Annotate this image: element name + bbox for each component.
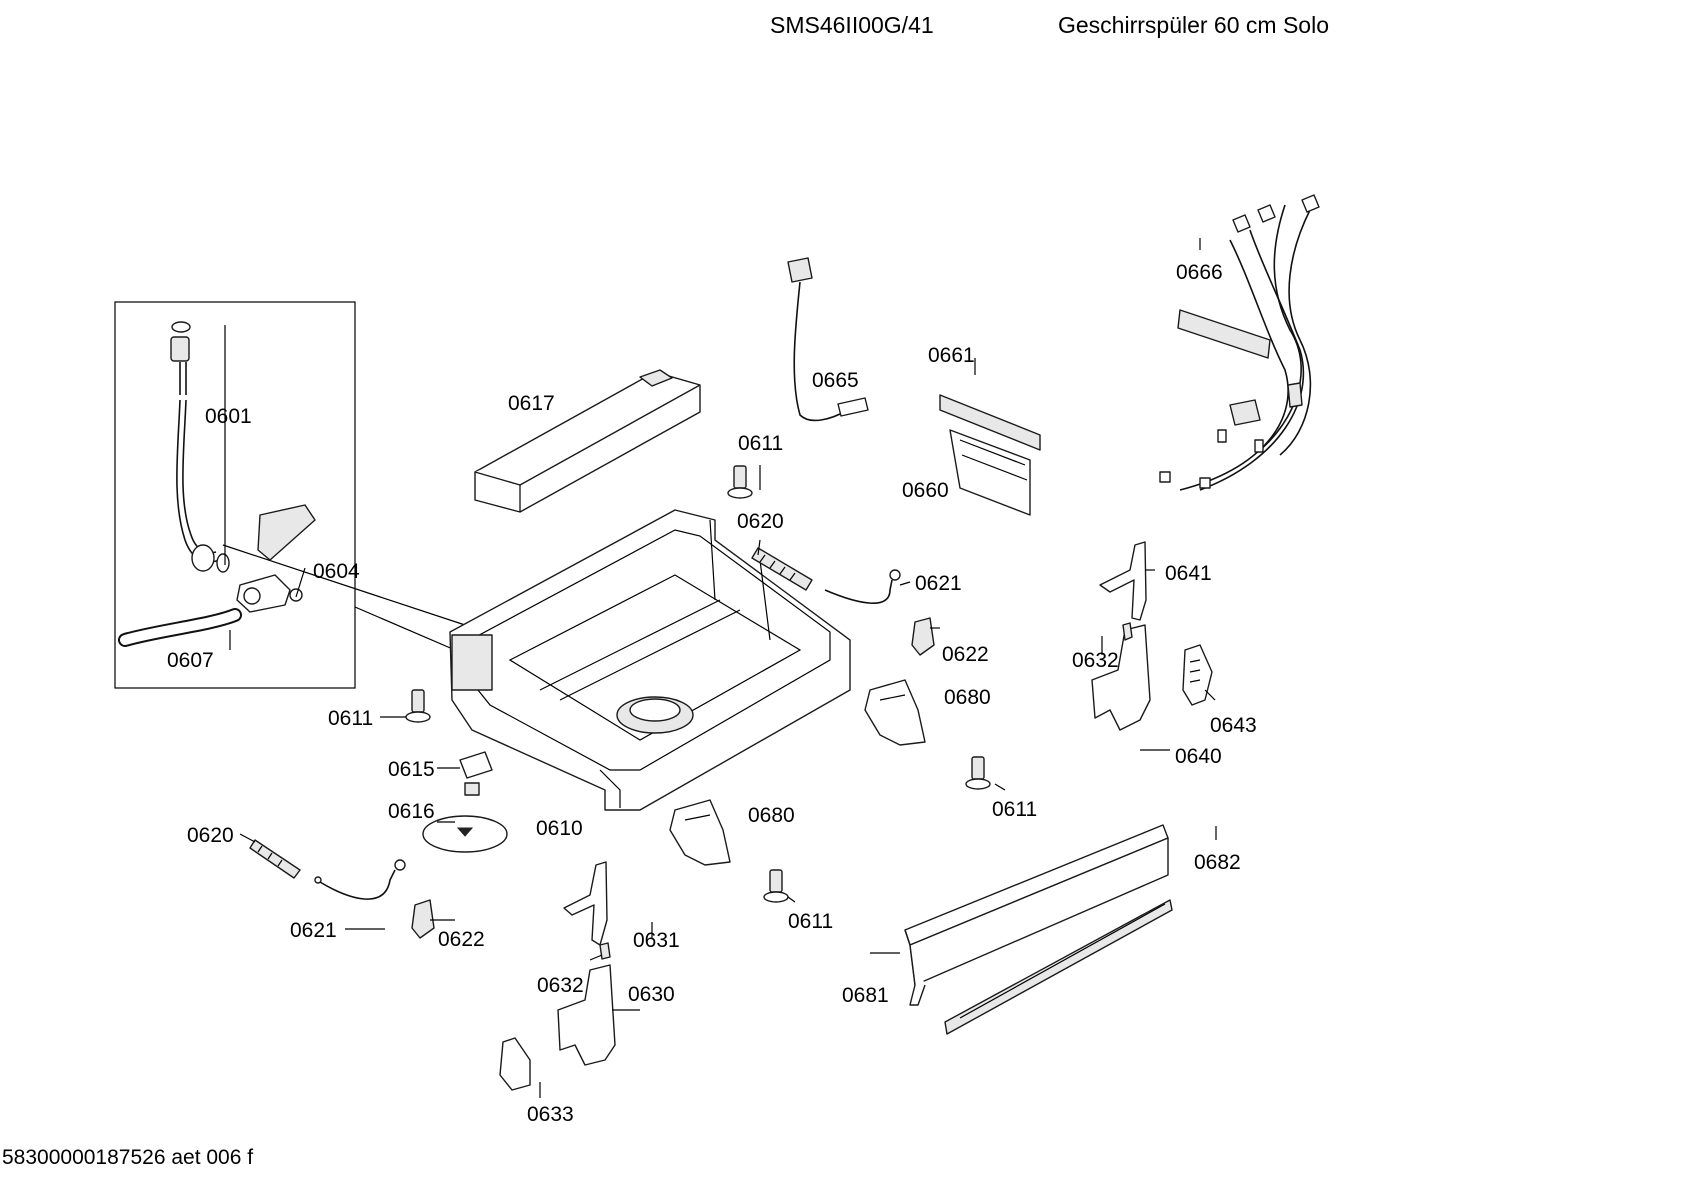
label-0611-c: 0611 [992,798,1037,821]
clip-part-1 [911,617,935,656]
label-0643: 0643 [1210,714,1257,737]
label-0601: 0601 [205,405,252,428]
label-0640: 0640 [1175,745,1222,768]
power-cable-part [787,257,869,422]
bracket-part-0680b [669,799,731,866]
label-0666: 0666 [1176,261,1223,284]
label-0617: 0617 [508,392,555,415]
label-0620-b: 0620 [187,824,234,847]
appliance-description: Geschirrspüler 60 cm Solo [1058,12,1329,38]
inset-frame [114,301,356,689]
base-frame-part [449,509,851,811]
filter-part [939,394,1041,516]
label-0604: 0604 [313,560,360,583]
sensor-wire-part-1 [824,569,901,604]
label-0680-a: 0680 [944,686,991,709]
wiring-harness-part [1159,194,1320,491]
float-disc-part [422,815,508,853]
label-0607: 0607 [167,649,214,672]
hinge-part-left [557,861,616,1066]
screw-part-1 [727,465,753,499]
label-0660: 0660 [902,479,949,502]
label-0630: 0630 [628,983,675,1006]
label-0665: 0665 [812,369,859,392]
label-0622-b: 0622 [438,928,485,951]
label-0633: 0633 [527,1103,574,1126]
label-0641: 0641 [1165,562,1212,585]
label-0681: 0681 [842,984,889,1007]
connector-part [459,751,493,796]
label-0622-a: 0622 [942,643,989,666]
bracket-part-0643 [1182,644,1213,706]
label-0616: 0616 [388,800,435,823]
label-0611-d: 0611 [788,910,833,933]
screw-part-3 [965,756,991,790]
valve-part [236,504,316,613]
label-0631: 0631 [633,929,680,952]
label-0632-b: 0632 [1072,649,1119,672]
label-0610: 0610 [536,817,583,840]
plinth-part [904,824,1173,1035]
label-0611-a: 0611 [738,432,783,455]
housing-cover-part [474,369,701,513]
screw-part-4 [763,869,789,903]
leader-lines [224,238,1217,1098]
spring-part-1 [751,547,813,591]
label-0611-b: 0611 [328,707,373,730]
screw-part-2 [405,689,431,723]
label-0621-a: 0621 [915,572,962,595]
label-0680-b: 0680 [748,804,795,827]
label-0632-a: 0632 [537,974,584,997]
model-number: SMS46II00G/41 [770,12,934,38]
label-0621-b: 0621 [290,919,337,942]
bracket-part-0680a [864,679,926,746]
label-0620-a: 0620 [737,510,784,533]
hinge-part-right [1091,541,1151,731]
label-0682: 0682 [1194,851,1241,874]
label-0661: 0661 [928,344,975,367]
document-id: 58300000187526 aet 006 f [2,1146,254,1169]
spring-part-2 [249,839,301,879]
clip-part-2 [411,899,435,939]
sensor-wire-part-2 [314,859,406,900]
label-0615: 0615 [388,758,435,781]
bracket-part-0633 [499,1037,531,1091]
inlet-hose-part [170,321,230,573]
